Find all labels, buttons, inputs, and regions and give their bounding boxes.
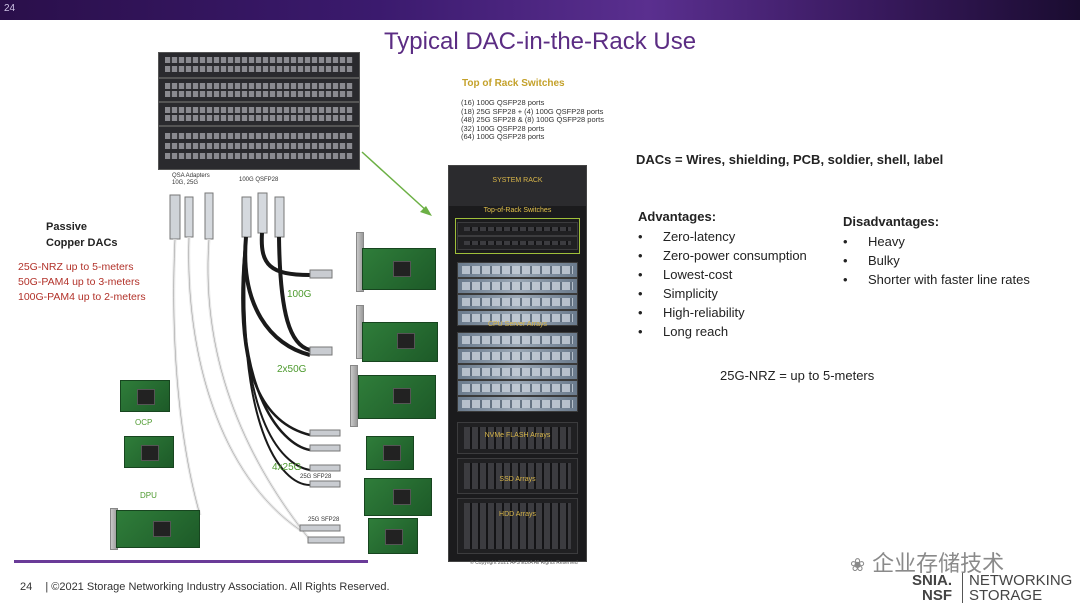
nic-bracket [350, 365, 358, 427]
qsfp-label: 100G QSFP28 [239, 177, 279, 183]
nic-card-6 [368, 518, 418, 554]
rack-label-ssd: SSD Arrays [499, 476, 536, 483]
slide-number-top: 24 [4, 3, 16, 14]
advantage-item: Long reach [638, 322, 807, 341]
networking-storage-logo: NETWORKING STORAGE [962, 573, 1072, 603]
advantage-item: Zero-latency [638, 227, 807, 246]
cable-diagram [169, 192, 345, 544]
rack-tor-highlight [455, 218, 580, 254]
advantage-item: Simplicity [638, 284, 807, 303]
logo-networking: NETWORKING [969, 572, 1073, 589]
wechat-icon: ❀ [850, 555, 866, 576]
logo-nsf: NSF [922, 587, 953, 604]
footer: 24 | ©2021 Storage Networking Industry A… [20, 581, 390, 593]
rack-label-cpu: CPU Server Arrays [487, 321, 548, 328]
tor-port-list: (16) 100G QSFP28 ports (18) 25G SFP28 + … [461, 98, 631, 142]
nic-card-5 [364, 478, 432, 516]
footer-copyright: | ©2021 Storage Networking Industry Asso… [45, 581, 390, 593]
reach-list: 25G-NRZ up to 5-meters 50G-PAM4 up to 3-… [18, 260, 146, 305]
nic-card-4 [366, 436, 414, 470]
logo-storage: STORAGE [969, 587, 1043, 604]
label-ocp: OCP [135, 418, 153, 427]
switch-stack [158, 52, 360, 170]
rack-top [449, 166, 586, 206]
passive-line-1: Passive [46, 221, 87, 233]
disadvantage-item: Shorter with faster line rates [843, 270, 1030, 289]
nrz-note: 25G-NRZ = up to 5-meters [720, 368, 875, 383]
tor-port-item: (64) 100G QSFP28 ports [461, 132, 545, 142]
reach-item: 25G-NRZ up to 5-meters [18, 261, 134, 273]
disadvantages-heading: Disadvantages: [843, 214, 940, 229]
rack-label-hdd: HDD Arrays [499, 511, 536, 518]
label-100g: 100G [287, 289, 312, 300]
slide-title: Typical DAC-in-the-Rack Use [383, 28, 697, 55]
logo-snia: SNIA. [912, 572, 953, 589]
rack-label-system: SYSTEM RACK [492, 177, 543, 184]
disadvantage-item: Bulky [843, 251, 1030, 270]
reach-item: 100G-PAM4 up to 2-meters [18, 291, 146, 303]
watermark-text: 企业存储技术 [872, 552, 1005, 577]
passive-dac-heading: Passive Copper DACs [46, 219, 118, 251]
top-banner: 24 [0, 0, 1080, 20]
advantages-heading: Advantages: [638, 209, 717, 224]
dacs-definition: DACs = Wires, shielding, PCB, soldier, s… [636, 152, 944, 167]
switch-2 [158, 78, 360, 102]
disadvantages-list: Heavy Bulky Shorter with faster line rat… [843, 232, 1030, 289]
switch-4 [158, 126, 360, 170]
reach-item: 50G-PAM4 up to 3-meters [18, 276, 140, 288]
tor-port-item: (48) 25G SFP28 & (8) 100G QSFP28 ports [461, 115, 604, 125]
wechat-watermark: ❀ 企业存储技术 [850, 546, 1004, 578]
disadvantage-item: Heavy [843, 232, 1030, 251]
label-25g-sfp28-a: 25G SFP28 [300, 474, 332, 480]
qsa-label: QSA Adapters 10G, 25G [172, 173, 210, 186]
switch-1 [158, 52, 360, 78]
footer-page-number: 24 [20, 581, 33, 593]
advantages-list: Zero-latency Zero-power consumption Lowe… [638, 227, 807, 341]
dpu-card [116, 510, 200, 548]
tor-port-item: (32) 100G QSFP28 ports [461, 123, 545, 133]
snia-logo: SNIA. NSF [912, 573, 952, 603]
tor-title: Top of Rack Switches [462, 78, 565, 89]
label-2x50g: 2x50G [277, 364, 307, 375]
footer-rule [14, 560, 368, 563]
tor-port-item: (16) 100G QSFP28 ports [461, 98, 545, 107]
ocp-card-1 [120, 380, 170, 412]
label-25g-sfp28-b: 25G SFP28 [308, 517, 340, 523]
advantage-item: Zero-power consumption [638, 246, 807, 265]
label-dpu: DPU [140, 491, 157, 500]
tor-port-item: (18) 25G SFP28 + (4) 100G QSFP28 ports [461, 106, 604, 116]
rack-label-nvme: NVMe FLASH Arrays [484, 432, 551, 439]
advantage-item: High-reliability [638, 303, 807, 322]
switch-3 [158, 102, 360, 126]
advantage-item: Lowest-cost [638, 265, 807, 284]
rack-label-tor: Top-of-Rack Switches [483, 207, 552, 214]
label-4x25g: 4x25G [272, 462, 302, 473]
nic-card-1 [362, 248, 436, 290]
rack-copyright: © Copyright 2021 AFS EDIA All Rights Res… [470, 560, 578, 566]
passive-line-2: Copper DACs [46, 237, 118, 249]
pointer-arrow [361, 151, 432, 216]
server-rack: SYSTEM RACK Top-of-Rack Switches CPU Ser… [448, 165, 587, 562]
nic-card-3 [358, 375, 436, 419]
ocp-card-2 [124, 436, 174, 468]
nic-card-2 [362, 322, 438, 362]
